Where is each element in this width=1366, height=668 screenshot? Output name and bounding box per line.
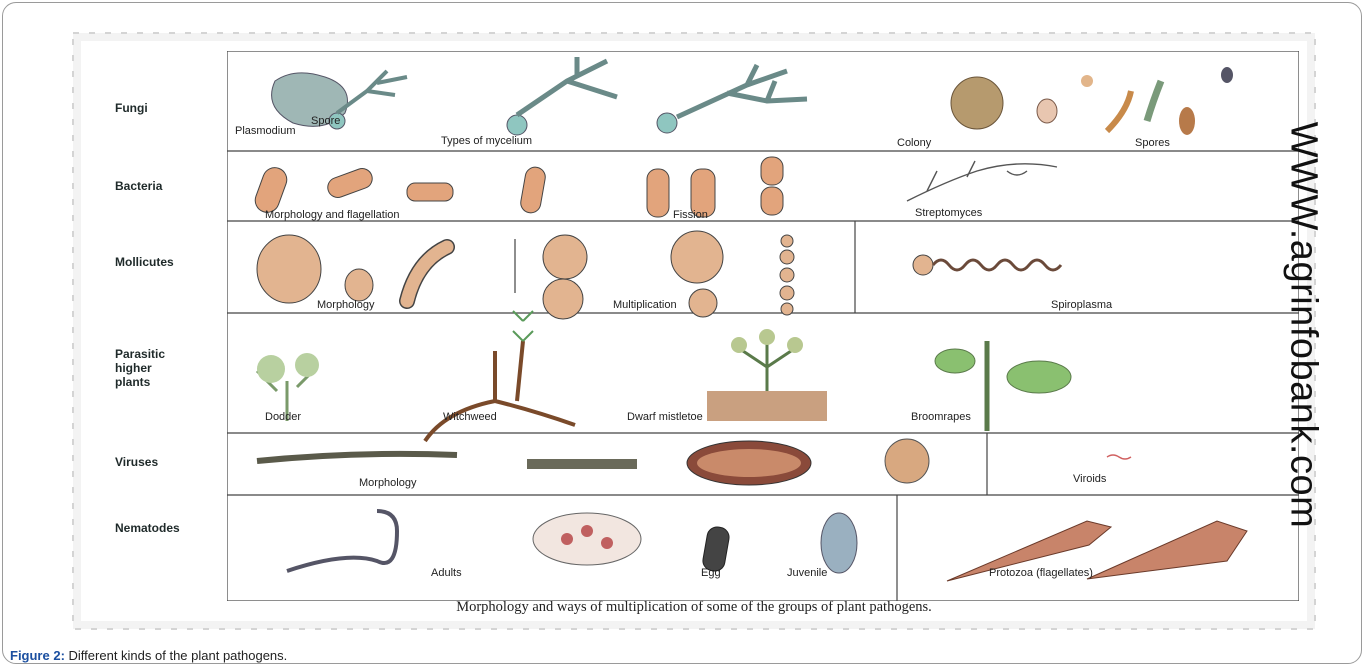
figure-footnote: Morphology and ways of multiplication of… [69,599,1319,616]
caption-types-of-mycelium: Types of mycelium [441,135,532,147]
pathogen-table [227,51,1299,601]
caption-fission: Fission [673,209,708,221]
caption-spiroplasma: Spiroplasma [1051,299,1112,311]
watermark-text: WWW.agrinfobank.com [1282,122,1325,529]
caption-multiplication: Multiplication [613,299,677,311]
caption-colony: Colony [897,137,931,149]
caption-plasmodium: Plasmodium [235,125,296,137]
figure-label: Figure 2: [10,648,65,663]
caption-viroids: Viroids [1073,473,1106,485]
caption-dwarf-mistletoe: Dwarf mistletoe [627,411,703,423]
caption-spores: Spores [1135,137,1170,149]
row-label-fungi: Fungi [115,101,148,115]
caption-adults: Adults [431,567,462,579]
caption-witchweed: Witchweed [443,411,497,423]
caption-broomrapes: Broomrapes [911,411,971,423]
row-label-nematodes: Nematodes [115,521,180,535]
caption-egg: Egg [701,567,721,579]
row-label-bacteria: Bacteria [115,179,162,193]
row-label-mollicutes: Mollicutes [115,255,174,269]
figure-caption-text: Different kinds of the plant pathogens. [69,648,288,663]
caption-dodder: Dodder [265,411,301,423]
row-label-viruses: Viruses [115,455,158,469]
watermark: WWW.agrinfobank.com [1283,125,1323,525]
caption-protozoa: Protozoa (flagellates) [989,567,1093,579]
caption-juvenile: Juvenile [787,567,827,579]
caption-virus-morphology: Morphology [359,477,416,489]
figure-image: Fungi Bacteria Mollicutes Parasitic high… [69,29,1319,633]
row-label-parasitic-plants: Parasitic higher plants [115,347,185,389]
caption-mollicutes-morphology: Morphology [317,299,374,311]
caption-streptomyces: Streptomyces [915,207,982,219]
figure-caption: Figure 2: Different kinds of the plant p… [10,648,287,663]
caption-morphology-flagellation: Morphology and flagellation [265,209,400,221]
caption-spore: Spore [311,115,340,127]
fungi-illustrations [272,57,1233,135]
